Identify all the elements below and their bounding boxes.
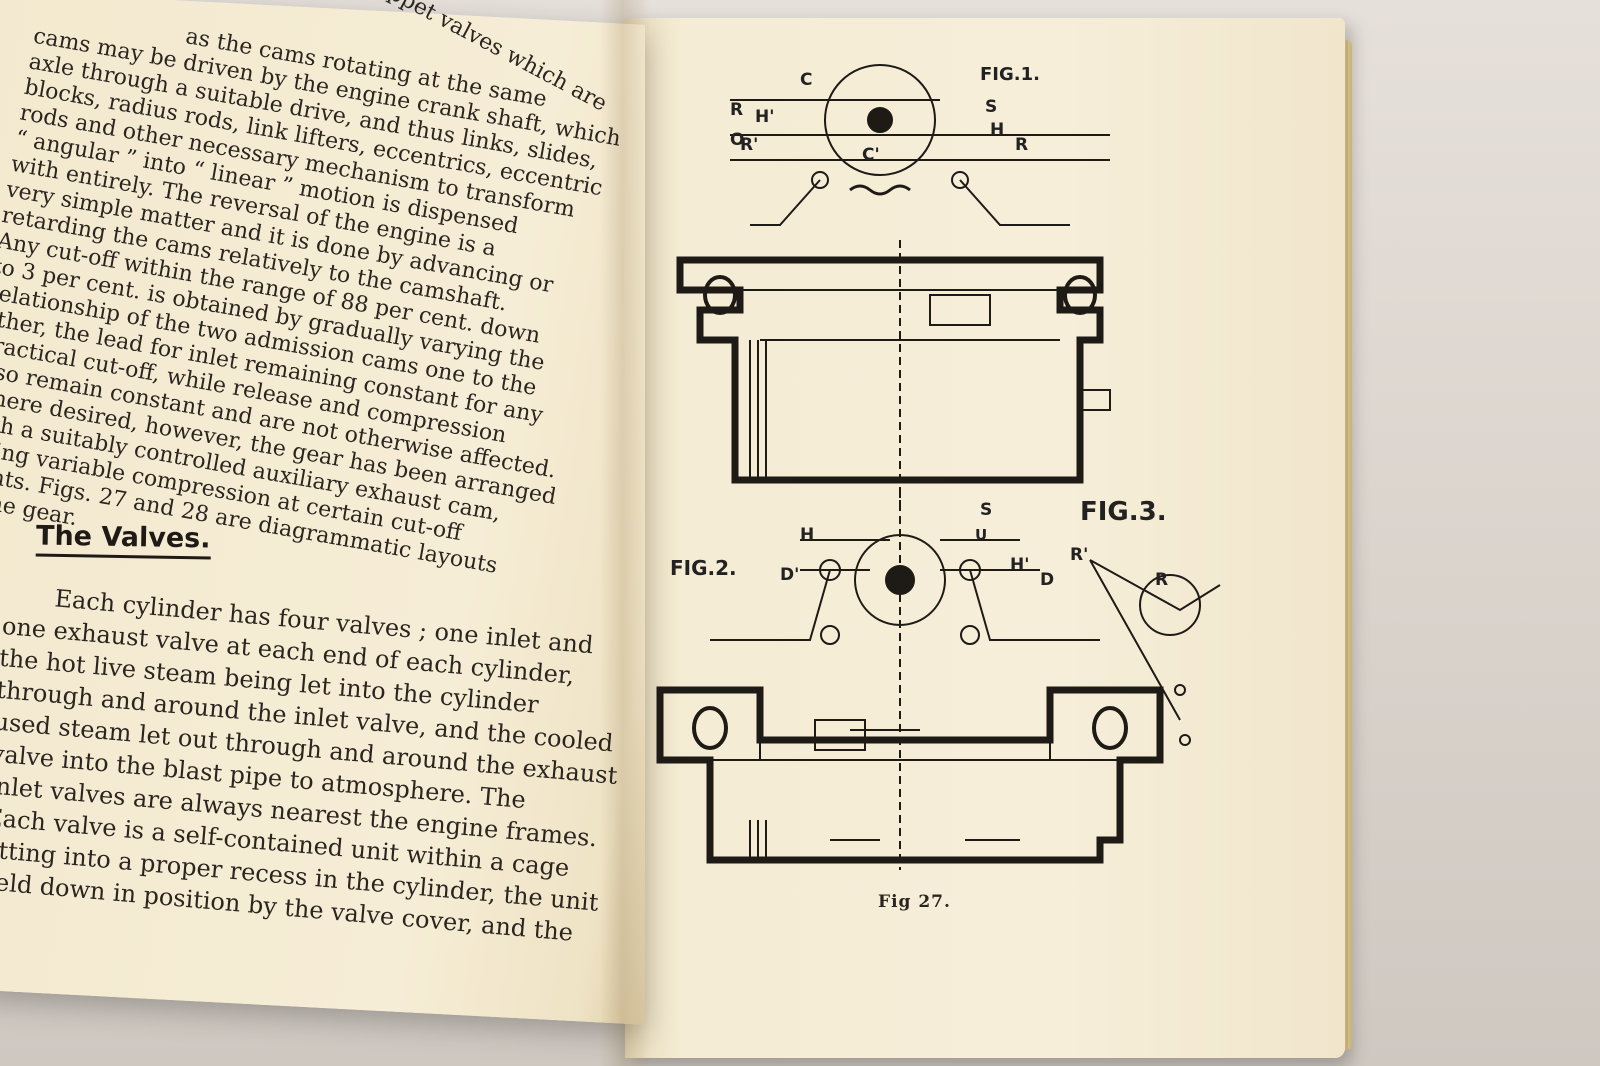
label-h: H xyxy=(990,120,1004,140)
label-r: R xyxy=(730,100,743,120)
right-page xyxy=(625,18,1345,1058)
label-h-prime-fig2: H' xyxy=(1010,555,1029,575)
fig1-label: FIG.1. xyxy=(980,64,1040,85)
section-heading: The Valves. xyxy=(35,520,211,560)
valve-gear-diagram: FIG.1. FIG.2. FIG.3. C C' R H' O R' S H … xyxy=(656,64,1221,870)
label-d: D xyxy=(1040,570,1054,590)
label-u: U xyxy=(975,526,987,544)
label-d-prime: D' xyxy=(780,565,799,585)
label-o: O xyxy=(730,130,744,150)
fig2-label: FIG.2. xyxy=(670,556,737,580)
label-r-fig3: R xyxy=(1155,570,1168,590)
book-gutter xyxy=(600,0,650,1066)
label-c-prime: C' xyxy=(862,145,880,165)
label-r-prime: R' xyxy=(740,135,758,155)
label-h-fig2: H xyxy=(800,525,814,545)
cam-circle-fig1 xyxy=(824,64,936,176)
label-s: S xyxy=(985,97,997,117)
fig3-label: FIG.3. xyxy=(1080,497,1167,527)
label-s-fig2: S xyxy=(980,500,992,520)
label-c: C xyxy=(800,70,812,90)
paragraph-valves: Each cylinder has four valves ; one inle… xyxy=(0,582,618,954)
label-h-prime: H' xyxy=(755,107,774,127)
figure-caption: Fig 27. xyxy=(878,892,951,912)
label-r-right: R xyxy=(1015,135,1028,155)
label-r-prime-fig3: R' xyxy=(1070,545,1088,565)
